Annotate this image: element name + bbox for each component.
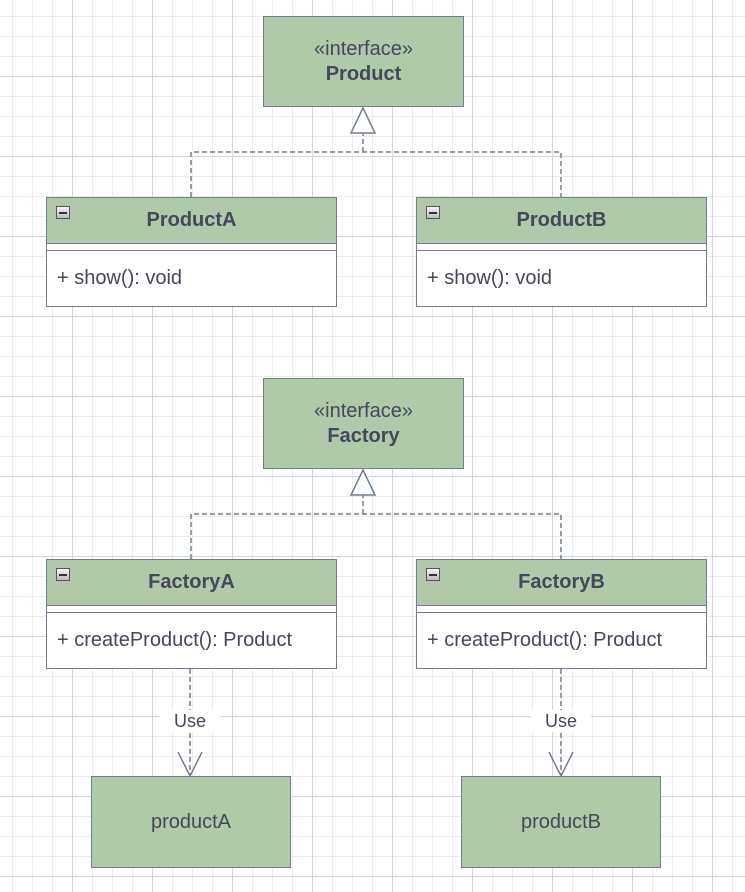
class-product-b[interactable]: ProductB + show(): void: [416, 197, 707, 307]
class-factory-a-header: FactoryA: [47, 560, 336, 606]
class-product-b-header: ProductB: [417, 198, 706, 244]
class-factory-a[interactable]: FactoryA + createProduct(): Product: [46, 559, 337, 669]
class-factory-b-name: FactoryB: [518, 571, 605, 593]
interface-factory-stereotype: «interface»: [314, 399, 413, 422]
attributes-compartment: [417, 606, 706, 613]
realization-arrowhead-product: [349, 106, 377, 134]
interface-factory-name: Factory: [327, 424, 400, 447]
use-label-b: Use: [531, 710, 591, 732]
interface-product-name: Product: [325, 62, 402, 85]
class-product-a-header: ProductA: [47, 198, 336, 244]
class-factory-b[interactable]: FactoryB + createProduct(): Product: [416, 559, 707, 669]
dependency-arrowhead-a: [177, 751, 203, 778]
interface-product[interactable]: «interface» Product: [263, 16, 464, 107]
realization-arrowhead-factory: [349, 468, 377, 496]
class-product-b-name: ProductB: [516, 209, 607, 231]
class-factory-a-method: + createProduct(): Product: [57, 629, 293, 651]
class-product-a-name: ProductA: [146, 209, 237, 231]
interface-product-stereotype: «interface»: [314, 37, 413, 60]
instance-product-b-label: productB: [520, 810, 602, 833]
collapse-icon[interactable]: [426, 568, 440, 581]
realization-connector-product: [190, 133, 562, 197]
realization-connector-factory: [190, 495, 562, 559]
class-product-b-method: + show(): void: [427, 267, 553, 289]
instance-product-b[interactable]: productB: [461, 776, 661, 868]
class-product-a[interactable]: ProductA + show(): void: [46, 197, 337, 307]
use-label-a: Use: [160, 710, 220, 732]
class-factory-a-name: FactoryA: [148, 571, 235, 593]
collapse-icon[interactable]: [426, 206, 440, 219]
collapse-icon[interactable]: [56, 568, 70, 581]
attributes-compartment: [47, 244, 336, 251]
dependency-arrowhead-b: [548, 751, 574, 778]
class-product-a-method: + show(): void: [57, 267, 183, 289]
interface-factory[interactable]: «interface» Factory: [263, 378, 464, 469]
attributes-compartment: [47, 606, 336, 613]
attributes-compartment: [417, 244, 706, 251]
instance-product-a-label: productA: [150, 810, 232, 833]
collapse-icon[interactable]: [56, 206, 70, 219]
instance-product-a[interactable]: productA: [91, 776, 291, 868]
class-factory-b-header: FactoryB: [417, 560, 706, 606]
class-factory-b-method: + createProduct(): Product: [427, 629, 663, 651]
